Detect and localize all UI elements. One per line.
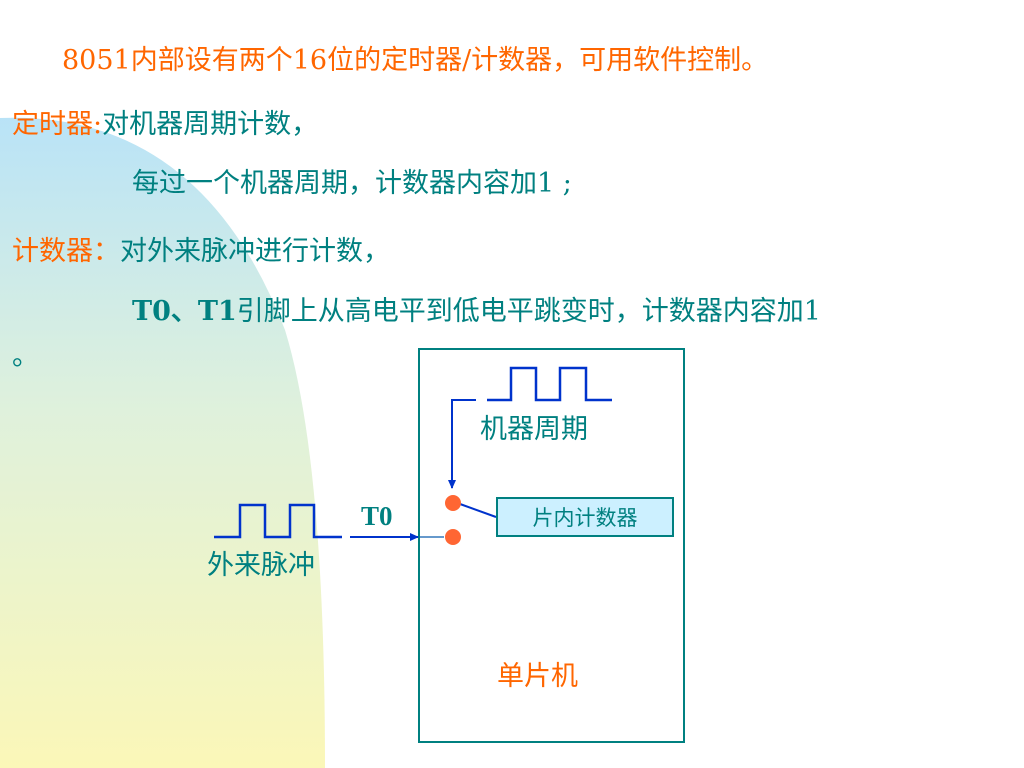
counter-desc: 对外来脉冲进行计数， — [120, 236, 390, 267]
external-pulse-waveform — [214, 503, 342, 539]
timer-label: 定时器: — [12, 109, 103, 140]
chip-label: 单片机 — [497, 661, 578, 692]
intro-text: 8051内部设有两个16位的定时器/计数器，可用软件控制。 — [62, 45, 769, 76]
timer-detail: 每过一个机器周期，计数器内容加1 ; — [132, 168, 572, 199]
machine-cycle-waveform — [487, 366, 612, 402]
switch-contact-counter — [445, 529, 461, 545]
counter-detail-text: 引脚上从高电平到低电平跳变时，计数器内容加1 — [236, 296, 821, 327]
on-chip-counter-box: 片内计数器 — [496, 497, 674, 537]
counter-detail: T0、T1引脚上从高电平到低电平跳变时，计数器内容加1 — [132, 295, 821, 329]
timer-line: 定时器:对机器周期计数， — [12, 108, 318, 142]
switch-lever — [459, 503, 497, 518]
timer-desc: 对机器周期计数， — [102, 109, 319, 140]
machine-cycle-label: 机器周期 — [480, 414, 588, 445]
external-pulse-label: 外来脉冲 — [207, 550, 315, 581]
machine-cycle-arrow — [448, 399, 476, 489]
counter-label: 计数器： — [12, 236, 120, 267]
pin-t0-label: T0 — [361, 501, 393, 531]
switch-contact-timer — [445, 495, 461, 511]
chip-outline — [418, 348, 685, 743]
counter-detail-tail: 。 — [12, 341, 39, 372]
counter-line: 计数器：对外来脉冲进行计数， — [12, 235, 390, 269]
counter-detail-pins: T0、T1 — [132, 296, 237, 327]
